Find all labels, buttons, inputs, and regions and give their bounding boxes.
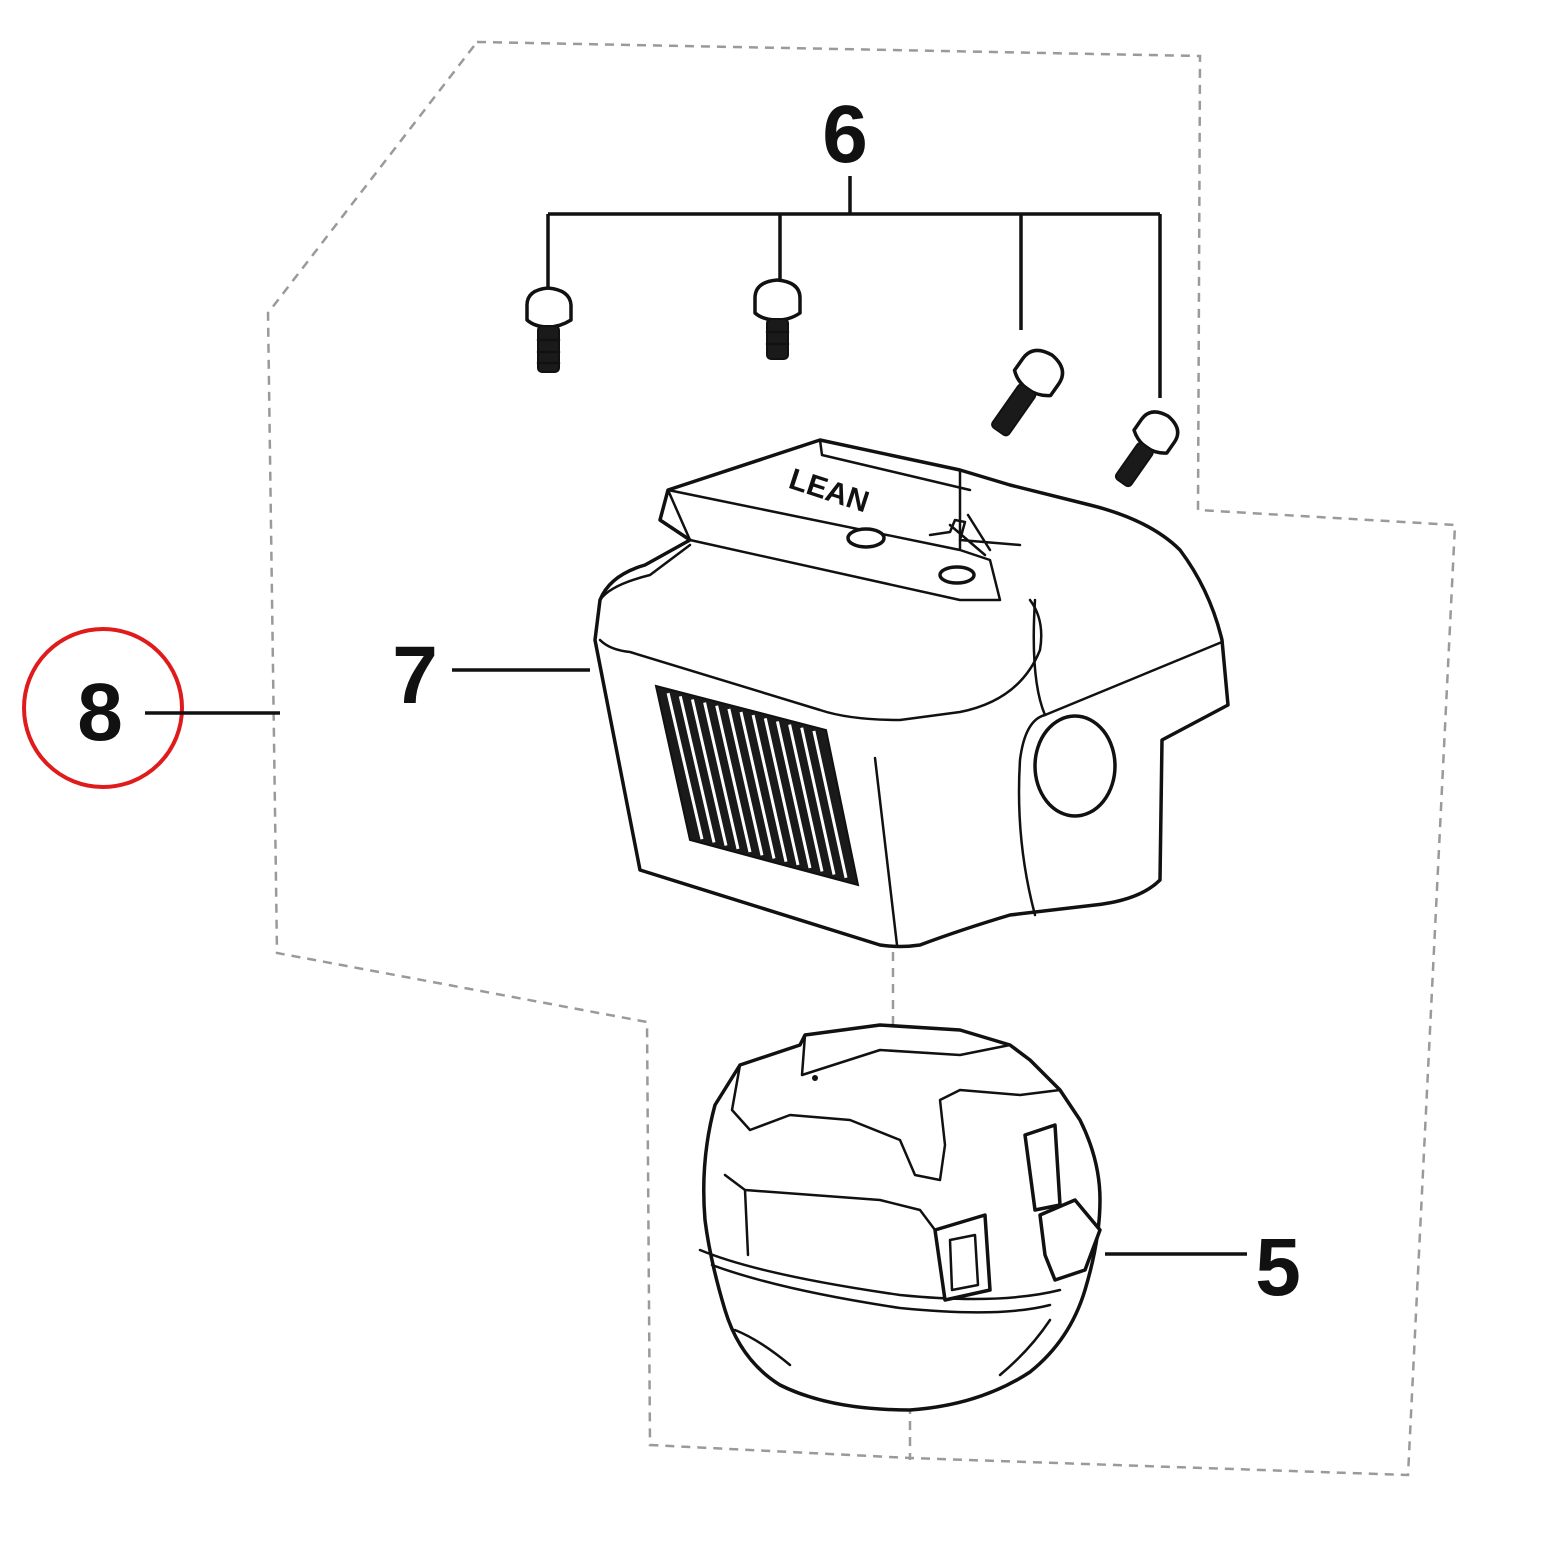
callout-8-highlight-circle	[22, 627, 184, 789]
bolt	[1114, 410, 1180, 488]
alignment-axis	[891, 952, 912, 1460]
air-filter-element	[698, 1023, 1102, 1412]
vent-grille	[654, 684, 860, 887]
callout-5: 5	[1255, 1222, 1301, 1313]
bolt	[991, 348, 1065, 437]
bolt	[753, 278, 802, 360]
callout-6: 6	[822, 89, 868, 180]
callout-8: 8	[77, 667, 123, 758]
air-filter-cover: LEAN	[593, 438, 1230, 949]
callout-6-bracket	[546, 176, 1162, 398]
callout-7: 7	[392, 630, 438, 721]
bolt	[525, 286, 573, 373]
